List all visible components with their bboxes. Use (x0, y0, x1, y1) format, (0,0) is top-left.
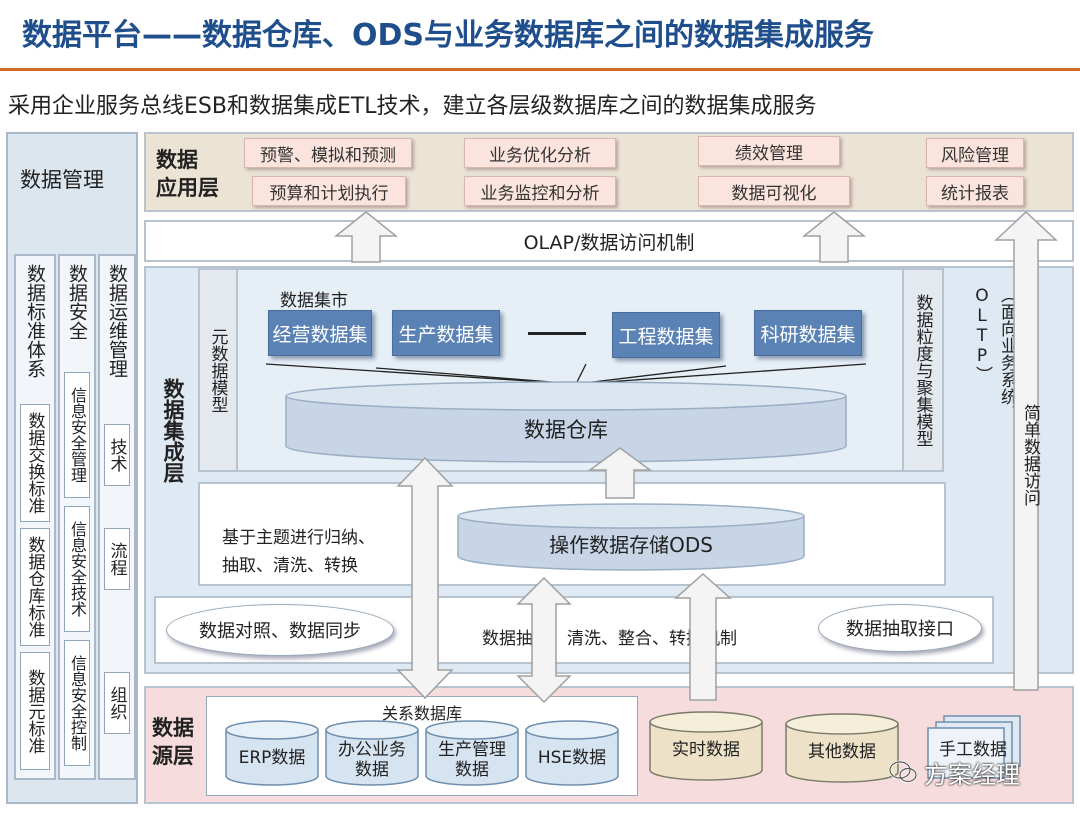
data-mart: 经营数据集 (268, 310, 372, 356)
standards-item: 数据元标准 (20, 652, 50, 770)
cylinder-hse (525, 720, 619, 786)
warehouse-cylinder (285, 381, 847, 463)
ops-column: 数据运维管理 技术 流程 组织 (98, 254, 136, 780)
ods-label: 操作数据存储ODS (549, 532, 713, 557)
production-label-box: 生产管理数据 (432, 738, 512, 782)
manual-label-box: 手工数据 (928, 732, 1018, 768)
metadata-model: 元数据模型 (198, 268, 238, 472)
office-label: 办公业务数据 (338, 739, 406, 780)
realtime-label: 实时数据 (672, 739, 740, 760)
warehouse-label: 数据仓库 (524, 418, 608, 442)
data-mart: 生产数据集 (392, 310, 500, 356)
oltp-label: （面向业务系统、OLTP） (972, 286, 1017, 422)
watermark-text: 方案经理 (924, 760, 1020, 789)
security-item: 信息安全控制 (64, 640, 90, 766)
security-item: 信息安全管理 (64, 372, 90, 498)
hse-label-box: HSE数据 (526, 738, 618, 778)
wechat-icon (888, 760, 918, 783)
manual-data-stack (927, 715, 1021, 779)
data-mart: 科研数据集 (754, 310, 862, 356)
watermark: 方案经理 (888, 752, 1058, 792)
security-column: 数据安全 信息安全管理 信息安全技术 信息安全控制 (58, 254, 96, 780)
standards-column: 数据标准体系 数据交换标准 数据仓库标准 数据元标准 (14, 254, 56, 780)
cylinder-other (785, 713, 899, 783)
integration-layer-label: 数据集成层 (161, 378, 185, 483)
security-heading: 数据安全 (66, 264, 88, 340)
application-layer: 数据 应用层 预警、模拟和预测 预算和计划执行 业务优化分析 业务监控和分析 绩… (144, 132, 1074, 212)
application-layer-label-line1: 数据 (156, 148, 198, 172)
production-label: 生产管理数据 (438, 739, 506, 780)
relational-db-title: 关系数据库 (382, 704, 463, 723)
cylinder-office (325, 720, 419, 786)
app-item: 风险管理 (926, 138, 1024, 168)
ops-item: 技术 (104, 424, 130, 486)
app-item: 业务监控和分析 (464, 176, 616, 206)
arrow-up-icon (674, 572, 732, 701)
data-management-title: 数据管理 (20, 168, 104, 192)
granularity-model: 数据粒度与聚集模型 (902, 268, 944, 472)
cylinder-realtime (649, 711, 763, 781)
app-item: 统计报表 (926, 176, 1024, 206)
realtime-label-box: 实时数据 (650, 730, 762, 770)
app-item: 绩效管理 (698, 136, 840, 166)
hse-label: HSE数据 (537, 747, 607, 768)
app-item: 预警、模拟和预测 (244, 138, 412, 168)
standards-item: 数据仓库标准 (20, 528, 50, 646)
page-title: 数据平台——数据仓库、ODS与业务数据库之间的数据集成服务 (22, 18, 875, 53)
app-item: 数据可视化 (698, 176, 850, 206)
source-layer-label-line1: 数据 (152, 716, 194, 740)
data-mart-title: 数据集市 (280, 291, 348, 311)
ops-item: 组织 (104, 672, 130, 734)
cylinder-production (425, 720, 519, 786)
app-item: 业务优化分析 (464, 138, 616, 168)
arrow-up-icon (333, 211, 399, 263)
ods-description-line2: 抽取、清洗、转换 (222, 556, 358, 576)
arrow-up-icon (801, 211, 867, 263)
ops-item: 流程 (104, 528, 130, 590)
data-management-panel: 数据管理 数据标准体系 数据交换标准 数据仓库标准 数据元标准 数据安全 信息安… (6, 132, 138, 804)
data-extract-interface: 数据抽取接口 (818, 604, 982, 652)
arrow-up-icon (587, 447, 653, 499)
arrow-up-icon (994, 210, 1058, 691)
other-label: 其他数据 (808, 741, 876, 762)
ods-description-line1: 基于主题进行归纳、 (222, 528, 375, 548)
arrow-updown-icon (396, 456, 454, 700)
standards-item: 数据交换标准 (20, 404, 50, 522)
manual-label: 手工数据 (939, 739, 1007, 760)
ods-description: 基于主题进行归纳、 抽取、清洗、转换 (222, 524, 375, 580)
page-subtitle: 采用企业服务总线ESB和数据集成ETL技术，建立各层级数据库之间的数据集成服务 (8, 94, 817, 119)
simple-access-label: 简单数据访问 (1020, 404, 1040, 506)
erp-label-box: ERP数据 (226, 738, 318, 778)
data-compare-sync: 数据对照、数据同步 (166, 604, 394, 656)
cylinder-erp (225, 720, 319, 786)
data-mart: 工程数据集 (612, 312, 720, 358)
source-layer-label: 数据 源层 (152, 714, 194, 770)
office-label-box: 办公业务数据 (330, 738, 414, 782)
olap-access-layer: OLAP/数据访问机制 (144, 220, 1074, 262)
security-item: 信息安全技术 (64, 506, 90, 632)
app-item: 预算和计划执行 (252, 176, 406, 206)
arrow-updown-icon (516, 576, 572, 704)
source-layer-label-line2: 源层 (152, 744, 194, 768)
standards-heading: 数据标准体系 (24, 264, 46, 378)
ods-cylinder (457, 503, 805, 571)
title-divider (0, 68, 1080, 71)
mart-ellipsis-dash (528, 332, 586, 335)
application-layer-label: 数据 应用层 (156, 146, 219, 202)
application-layer-label-line2: 应用层 (156, 176, 219, 200)
erp-label: ERP数据 (238, 747, 306, 768)
other-label-box: 其他数据 (786, 732, 898, 772)
ops-heading: 数据运维管理 (106, 264, 128, 378)
